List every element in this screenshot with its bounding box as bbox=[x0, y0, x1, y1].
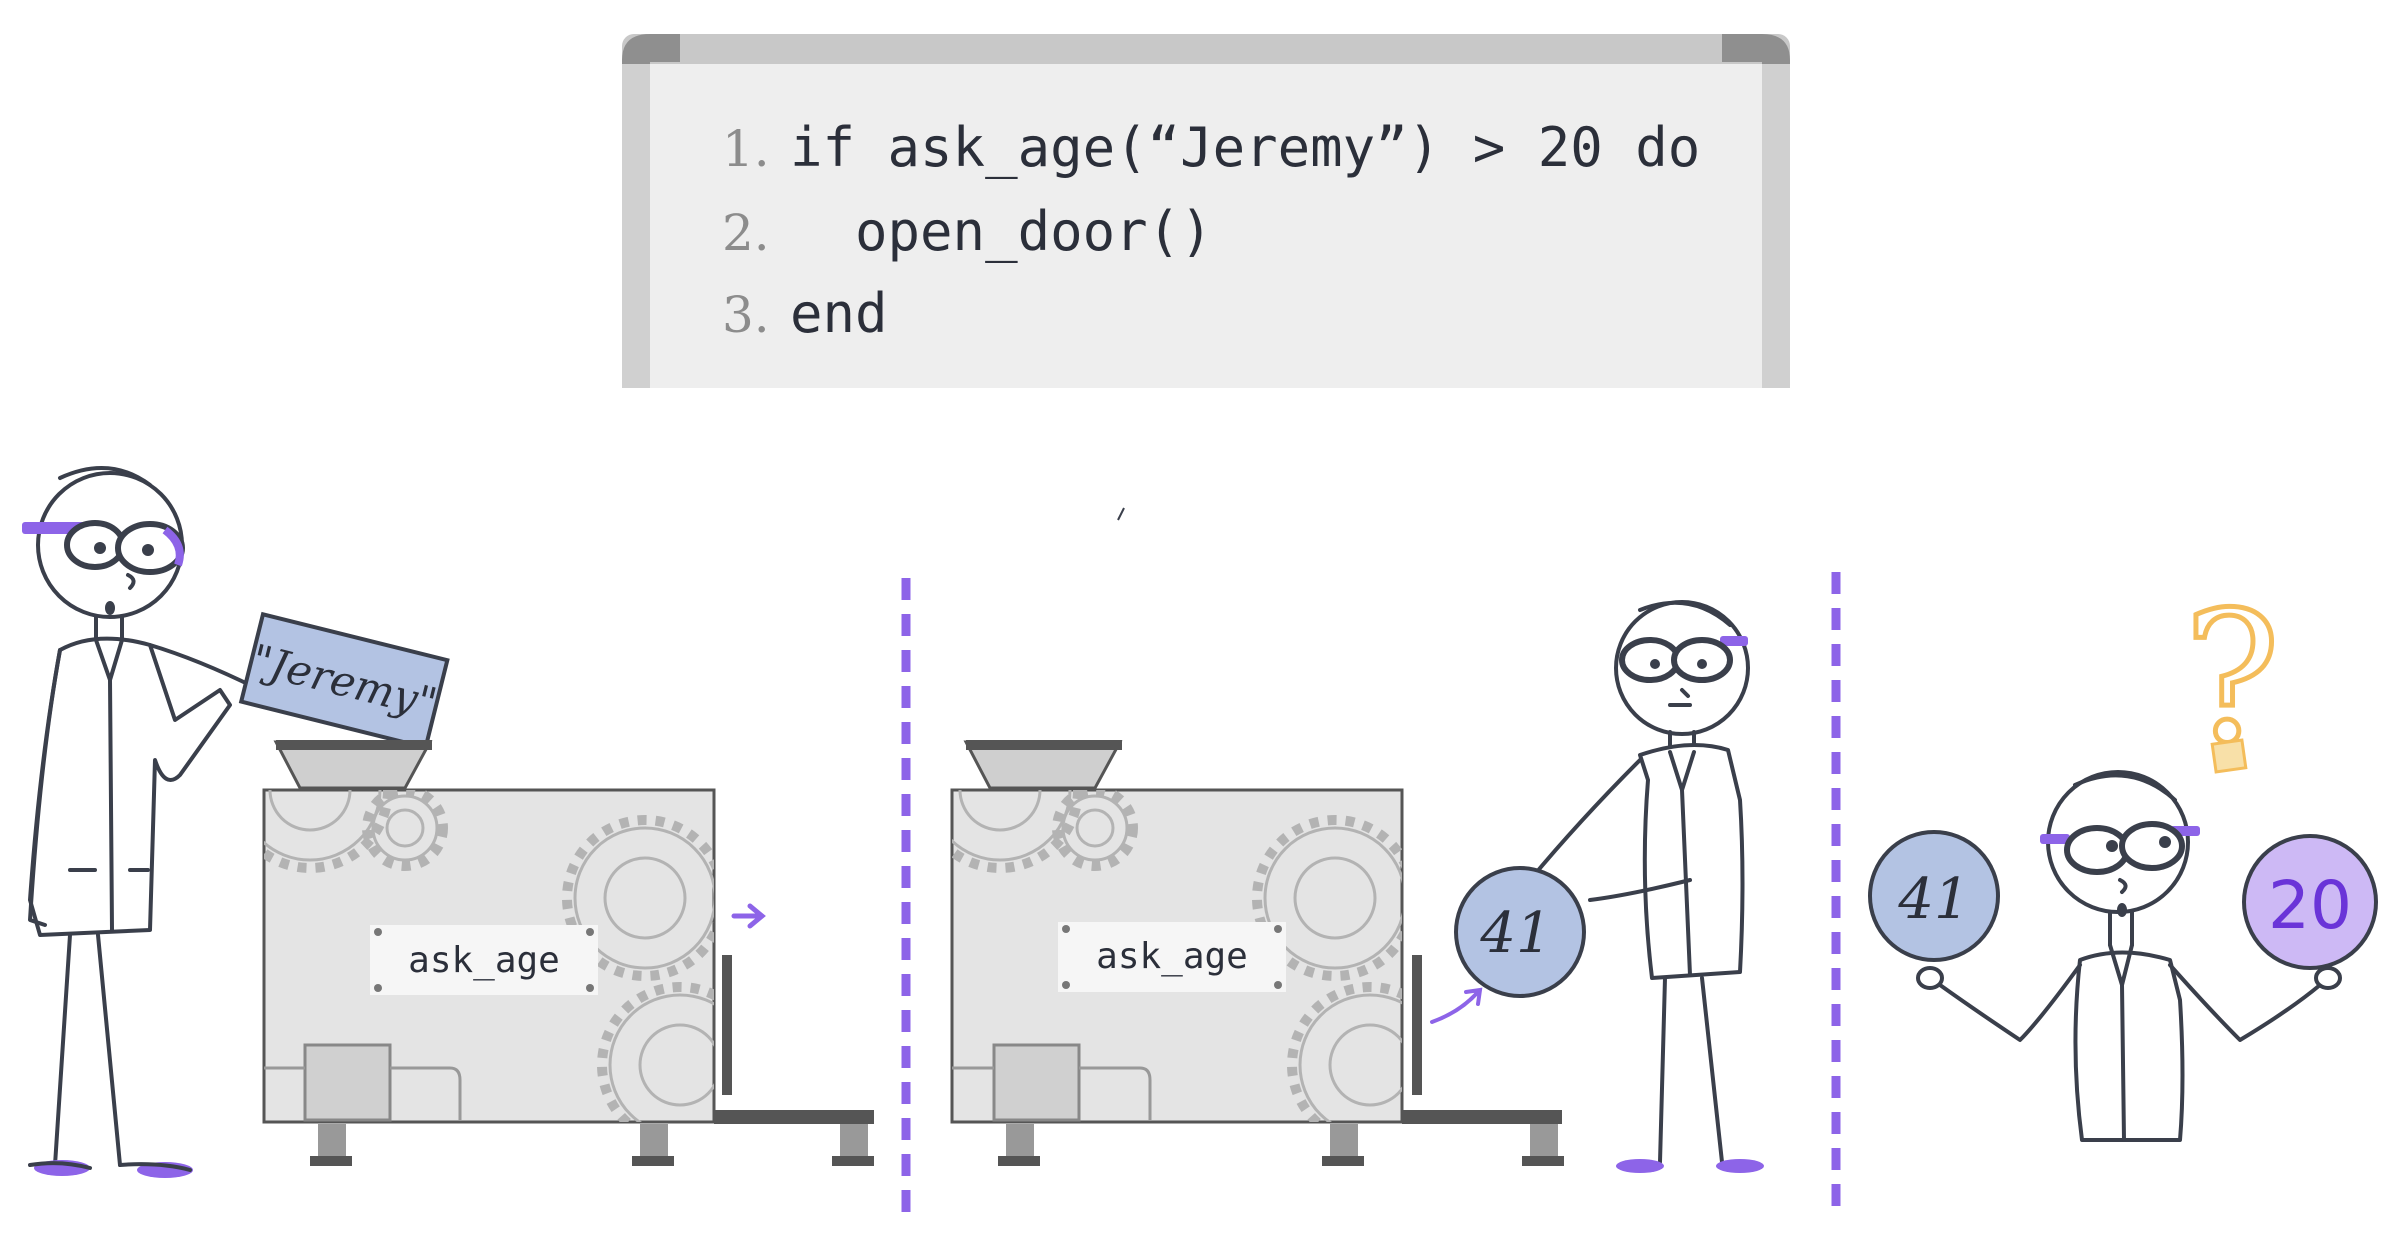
scene-3: ? 41 20 bbox=[1868, 572, 2378, 1142]
ask-age-machine-1: ask_age bbox=[262, 740, 874, 1166]
left-ball-value: 41 bbox=[1897, 867, 1969, 932]
scene-1: "Jeremy" ask_age bbox=[22, 466, 874, 1178]
ball-value-scene2: 41 bbox=[1479, 901, 1551, 966]
scientist-1 bbox=[22, 466, 262, 1178]
line-number-3: 3. bbox=[722, 286, 770, 344]
line-number-2: 2. bbox=[722, 204, 770, 262]
scene-2: ask_age bbox=[950, 600, 1764, 1173]
scientist-2 bbox=[1528, 600, 1764, 1173]
right-ball-value: 20 bbox=[2268, 867, 2352, 944]
code-line-3: end bbox=[790, 282, 888, 345]
jeremy-card: "Jeremy" bbox=[238, 611, 450, 750]
ball-41-scene3: 41 bbox=[1868, 830, 2000, 962]
code-line-1: if ask_age(“Jeremy”) > 20 do bbox=[790, 116, 1700, 179]
line-number-1: 1. bbox=[722, 120, 770, 178]
ball-20-scene3: 20 bbox=[2242, 834, 2378, 970]
ball-41-scene2: 41 bbox=[1454, 866, 1586, 998]
machine-label-2: ask_age bbox=[1096, 936, 1248, 977]
machine-label-1: ask_age bbox=[408, 940, 560, 981]
scientist-3 bbox=[1916, 770, 2342, 1142]
ask-age-machine-2: ask_age bbox=[950, 740, 1564, 1166]
code-line-2: open_door() bbox=[790, 200, 1213, 263]
whiteboard: 1. if ask_age(“Jeremy”) > 20 do 2. open_… bbox=[622, 34, 1790, 388]
